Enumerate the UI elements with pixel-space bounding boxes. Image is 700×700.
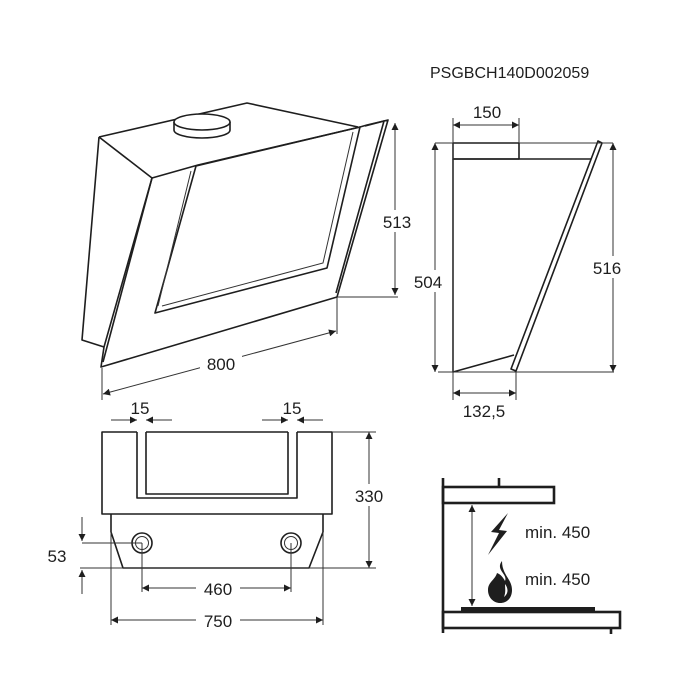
slot-15-left-label: 15 [131, 399, 150, 418]
flame-icon [488, 561, 512, 603]
offset-53-label: 53 [48, 547, 67, 566]
height-513-label: 513 [383, 213, 411, 232]
clearance-view: min. 450 min. 450 [441, 478, 622, 634]
width-800-label: 800 [207, 355, 235, 374]
front-view: 15 15 330 53 460 750 [48, 399, 388, 631]
spacing-460-label: 460 [204, 580, 232, 599]
height-516-label: 516 [593, 259, 621, 278]
hob [461, 607, 595, 612]
worktop [441, 610, 622, 630]
depth-132-5-label: 132,5 [463, 402, 506, 421]
hood-body [81, 102, 359, 348]
side-glass [510, 140, 603, 372]
front-body [101, 431, 333, 515]
height-330-label: 330 [355, 487, 383, 506]
perspective-view: 513 800 [81, 102, 414, 400]
width-750-label: 750 [204, 612, 232, 631]
duct-150-label: 150 [473, 103, 501, 122]
slot-15-right-label: 15 [283, 399, 302, 418]
electric-clearance-label: min. 450 [525, 523, 590, 542]
lightning-icon [488, 513, 508, 555]
glass-panel [100, 119, 389, 368]
gas-clearance-label: min. 450 [525, 570, 590, 589]
hood-outline [441, 485, 556, 505]
side-view: 150 504 516 132,5 [412, 103, 626, 421]
height-504-label: 504 [414, 273, 442, 292]
chimney-duct [173, 113, 231, 139]
model-code: PSGBCH140D002059 [430, 65, 589, 82]
duct [452, 142, 520, 160]
